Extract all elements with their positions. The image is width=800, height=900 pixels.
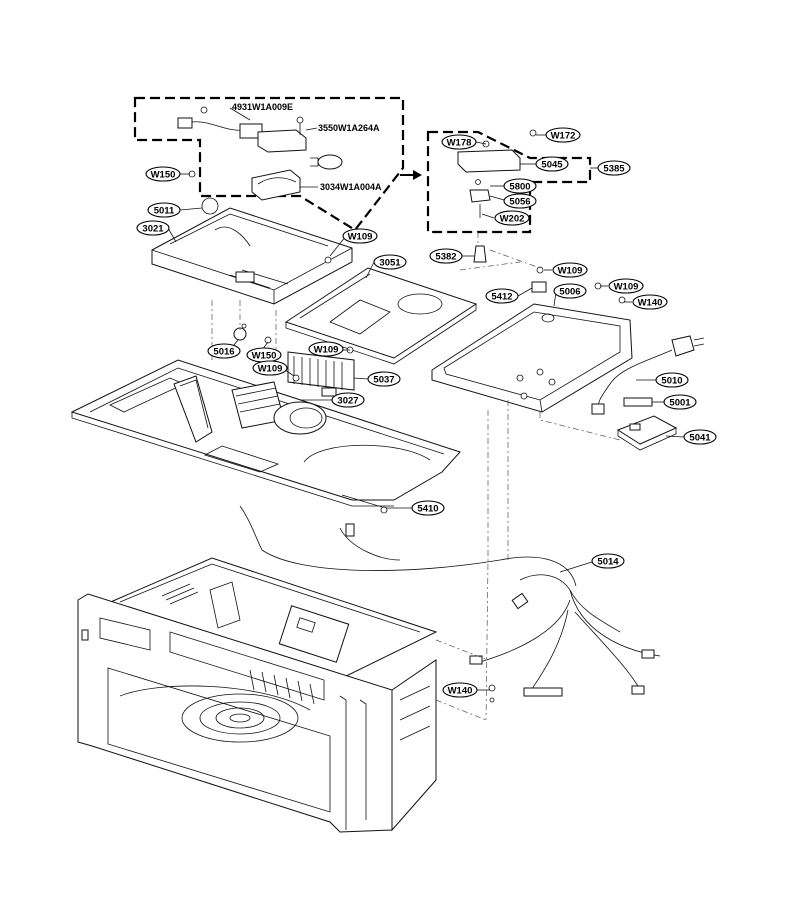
label-w172: W172 [545, 127, 581, 143]
part-5006-housing [431, 303, 633, 413]
sensor-assembly-box [426, 129, 592, 263]
label-5011: 5011 [147, 202, 181, 218]
part-3051-plate [284, 267, 478, 365]
part-5041-board [616, 415, 678, 451]
svg-text:W172: W172 [551, 131, 576, 142]
label-5045: 5045 [535, 156, 569, 172]
label-3021: 3021 [136, 220, 170, 236]
part-labels: W150 5011 3021 W109 3051 5016 W150 W109 [136, 127, 717, 698]
label-w109-a: W109 [342, 228, 378, 244]
label-5037: 5037 [367, 371, 401, 387]
inset-label-3550: 3550W1A264A [318, 123, 380, 133]
label-w109-d: W109 [552, 262, 588, 278]
label-3027: 3027 [331, 392, 365, 408]
svg-text:5800: 5800 [509, 182, 530, 193]
svg-text:5412: 5412 [491, 292, 512, 303]
alignment-lines [211, 232, 621, 721]
part-5014-wire-harness [239, 505, 661, 697]
label-5041: 5041 [683, 429, 717, 445]
svg-text:5382: 5382 [435, 252, 456, 263]
microwave-chassis [77, 557, 438, 833]
inset-label-4931: 4931W1A009E [232, 102, 293, 112]
label-5385: 5385 [597, 160, 631, 176]
svg-text:5045: 5045 [541, 160, 563, 171]
label-w109-e: W109 [608, 278, 644, 294]
svg-text:5410: 5410 [417, 504, 438, 515]
inset-label-3034: 3034W1A004A [320, 182, 382, 192]
label-5006: 5006 [553, 283, 587, 299]
svg-text:W109: W109 [558, 266, 583, 277]
label-w202: W202 [494, 210, 530, 226]
svg-text:5011: 5011 [154, 206, 175, 217]
label-5410: 5410 [411, 500, 445, 516]
svg-text:5001: 5001 [669, 398, 691, 409]
svg-text:3027: 3027 [337, 396, 358, 407]
label-5016: 5016 [207, 343, 241, 359]
label-5001: 5001 [663, 394, 697, 410]
svg-text:5037: 5037 [373, 375, 394, 386]
svg-text:W140: W140 [638, 298, 663, 309]
svg-text:W140: W140 [448, 686, 473, 697]
part-5037-filter [287, 351, 355, 391]
svg-text:5006: 5006 [559, 287, 580, 298]
label-w140-b: W140 [442, 682, 478, 698]
label-w140-a: W140 [632, 294, 668, 310]
svg-text:3051: 3051 [379, 258, 401, 269]
inset-labels: 4931W1A009E 3550W1A264A 3034W1A004A [229, 102, 382, 192]
inset-assembly-box [133, 96, 422, 232]
part-5410-base-plate [70, 359, 461, 514]
svg-text:W109: W109 [614, 282, 639, 293]
svg-text:5056: 5056 [509, 197, 530, 208]
svg-text:5016: 5016 [213, 347, 234, 358]
svg-text:W150: W150 [151, 170, 176, 181]
label-5014: 5014 [591, 553, 625, 569]
svg-text:3021: 3021 [142, 224, 164, 235]
label-5382: 5382 [429, 248, 463, 264]
label-3051: 3051 [373, 254, 407, 270]
label-5800: 5800 [503, 178, 537, 194]
label-5412: 5412 [485, 288, 519, 304]
part-3027-fan [173, 375, 337, 443]
svg-text:W109: W109 [314, 345, 339, 356]
label-5056: 5056 [503, 193, 537, 209]
loose-small-parts [188, 170, 626, 703]
svg-text:W109: W109 [348, 232, 373, 243]
label-w109-b: W109 [308, 341, 344, 357]
svg-text:W178: W178 [447, 138, 472, 149]
part-5001-fuse [623, 397, 653, 407]
label-w150-top: W150 [145, 166, 181, 182]
svg-text:W109: W109 [258, 364, 283, 375]
svg-text:5010: 5010 [661, 376, 682, 387]
label-w109-c: W109 [252, 360, 288, 376]
svg-text:5041: 5041 [689, 433, 711, 444]
label-w150-mid: W150 [246, 347, 282, 363]
label-w178: W178 [441, 134, 477, 150]
part-3021-cover [151, 197, 353, 305]
svg-text:5385: 5385 [603, 164, 625, 175]
svg-text:W202: W202 [500, 214, 525, 225]
part-5010-power-cord [591, 335, 705, 415]
svg-text:5014: 5014 [597, 557, 619, 568]
svg-text:W150: W150 [252, 351, 277, 362]
label-5010: 5010 [655, 372, 689, 388]
